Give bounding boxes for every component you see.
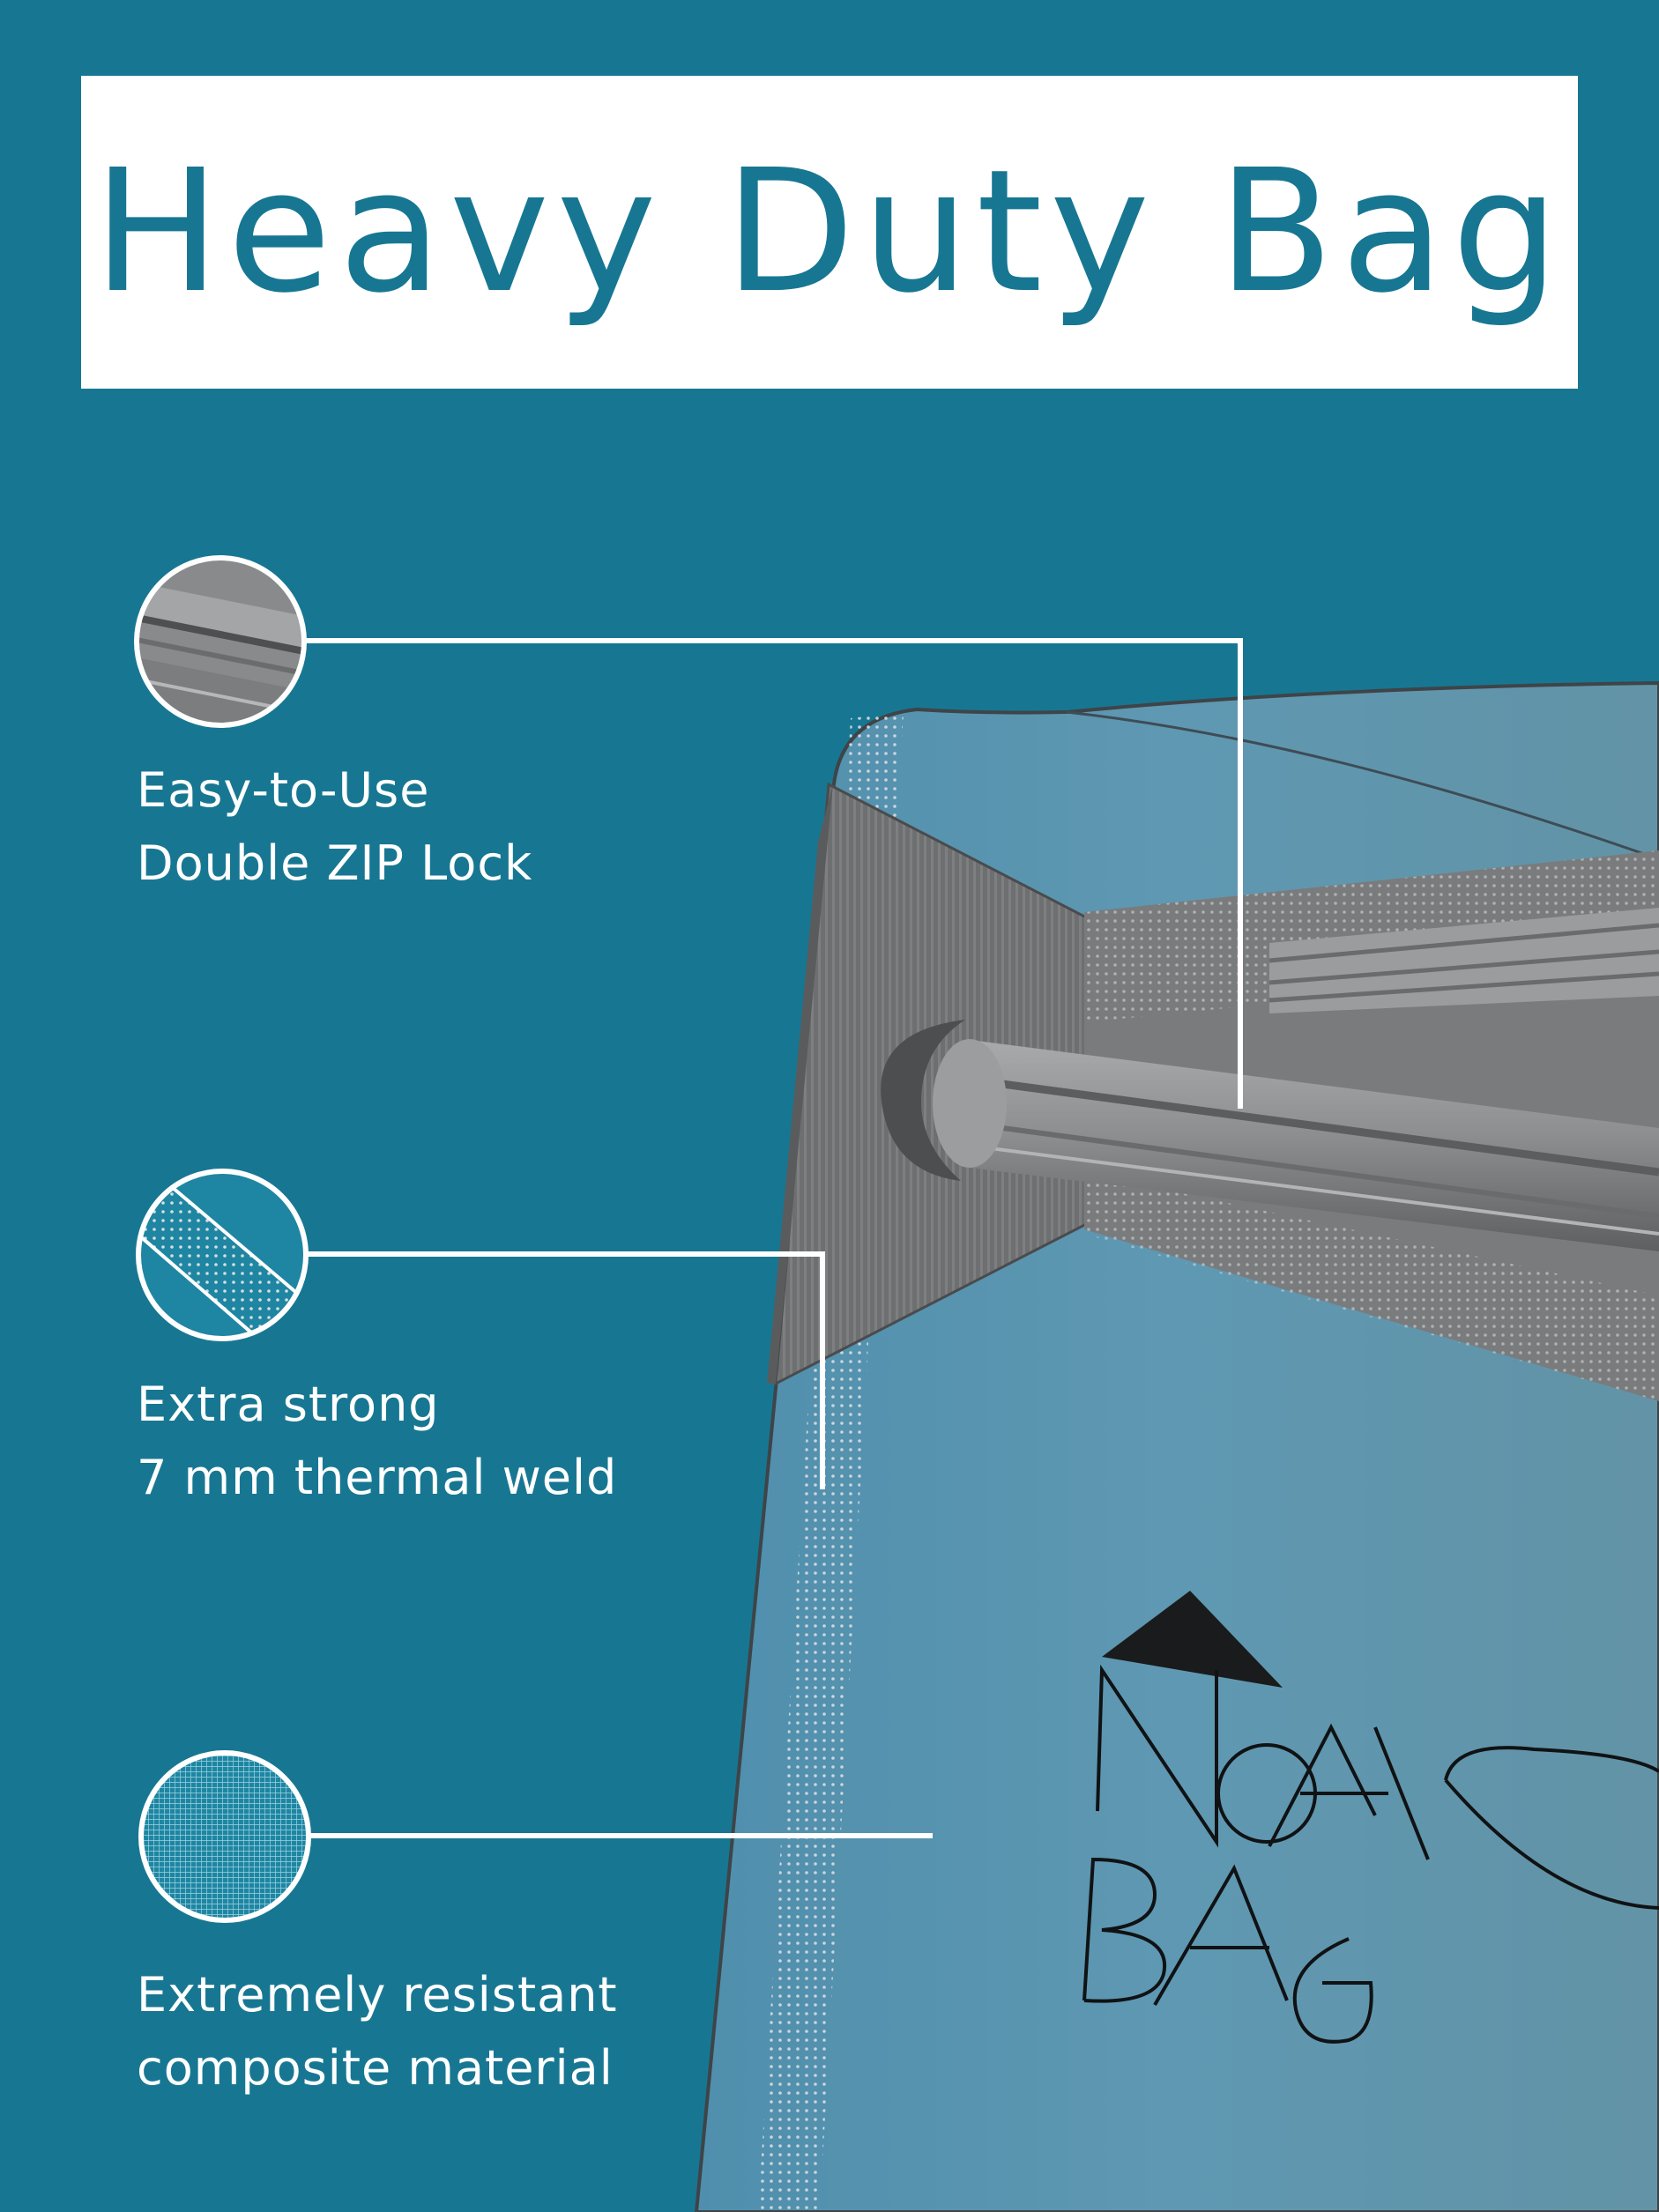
feature-thermal-weld-line2: 7 mm thermal weld bbox=[137, 1450, 618, 1505]
title-banner: Heavy Duty Bag bbox=[81, 76, 1578, 389]
feature-zip-lock-line2: Double ZIP Lock bbox=[137, 835, 533, 891]
feature-zip-lock: Easy-to-Use Double ZIP Lock bbox=[137, 753, 532, 900]
feature-thermal-weld-line1: Extra strong bbox=[137, 1377, 440, 1432]
feature-composite-material-line1: Extremely resistant bbox=[137, 1967, 618, 2023]
thermal-weld-icon bbox=[136, 1169, 309, 1341]
feature-composite-material: Extremely resistant composite material bbox=[137, 1958, 618, 2104]
composite-material-icon bbox=[138, 1750, 311, 1923]
callout-line-weld bbox=[306, 1251, 825, 1489]
feature-thermal-weld: Extra strong 7 mm thermal weld bbox=[137, 1368, 617, 1514]
callout-lines bbox=[304, 638, 1243, 1838]
zip-lock-icon bbox=[134, 555, 307, 728]
noaks-bag-logo bbox=[1082, 1591, 1659, 2044]
feature-composite-material-line2: composite material bbox=[137, 2040, 614, 2096]
callout-line-zip bbox=[304, 638, 1243, 1109]
zip-header bbox=[767, 782, 1659, 1401]
feature-zip-lock-line1: Easy-to-Use bbox=[137, 762, 430, 818]
page-title: Heavy Duty Bag bbox=[93, 134, 1566, 330]
